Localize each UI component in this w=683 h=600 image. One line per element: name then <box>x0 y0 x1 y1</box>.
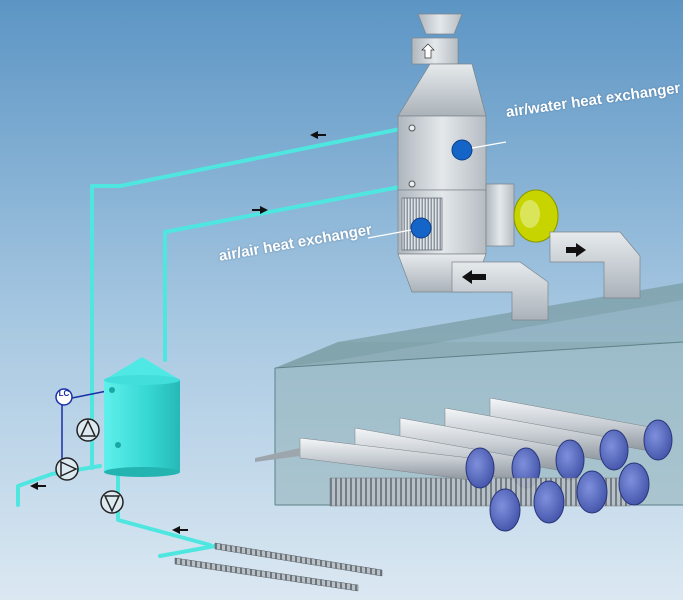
storage-tank <box>104 357 180 477</box>
level-controller-label: LC <box>58 389 70 398</box>
tube-row-front <box>329 462 650 532</box>
air-water-leader <box>471 141 507 149</box>
water-pipes <box>16 124 417 558</box>
level-controller-symbol <box>55 388 73 406</box>
tube-long <box>255 437 495 489</box>
air-water-marker <box>451 139 473 161</box>
air-air-leader <box>367 229 412 239</box>
flow-direction-arrow <box>30 131 326 534</box>
air-air-marker <box>410 217 432 239</box>
pump-symbol <box>55 418 124 514</box>
tube-bundle <box>255 397 673 532</box>
heating-coils <box>174 542 383 592</box>
air-inlet-arrow <box>462 243 586 284</box>
